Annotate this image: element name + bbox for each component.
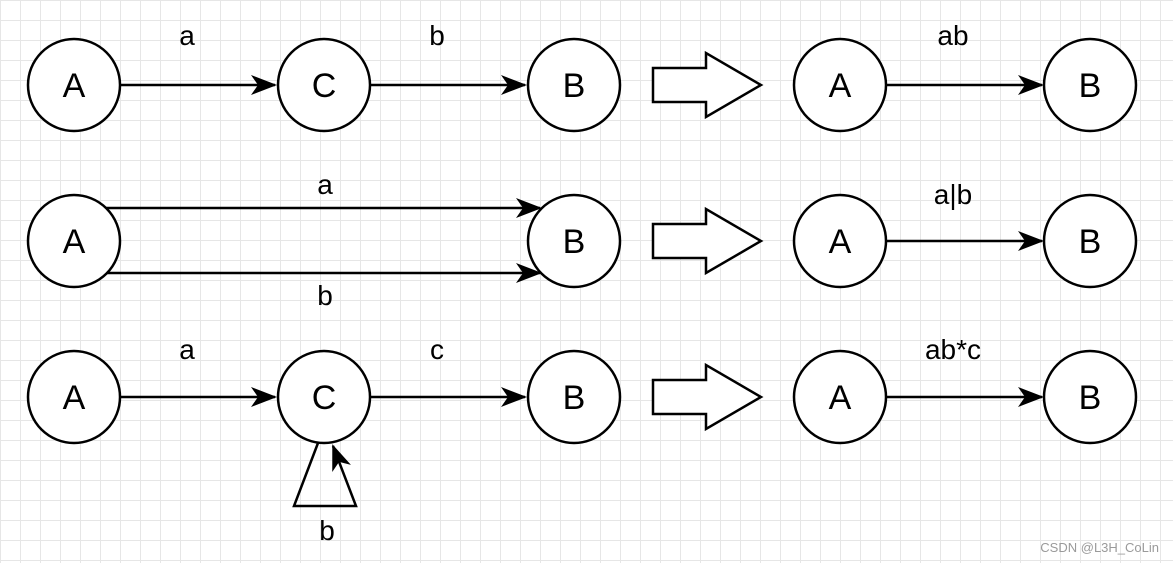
state-node: [792, 37, 888, 133]
edge-label: c: [430, 334, 444, 365]
node-label: B: [1079, 223, 1102, 261]
edge-label: ab*c: [925, 334, 981, 365]
state-node: [276, 349, 372, 445]
state-node: [26, 193, 122, 289]
node-label: B: [563, 67, 586, 105]
state-node: [526, 37, 622, 133]
loop-label: b: [319, 515, 335, 546]
state-node: [26, 37, 122, 133]
node-label: A: [829, 67, 852, 105]
node-label: B: [563, 223, 586, 261]
edge-label: b: [429, 20, 445, 51]
state-node: [526, 349, 622, 445]
node-label: A: [63, 379, 86, 417]
node-label: A: [829, 379, 852, 417]
node-label: C: [312, 67, 337, 105]
row-2: A B a b A B a|b: [26, 169, 1138, 311]
state-node: [1042, 193, 1138, 289]
edge-label: a: [317, 169, 333, 200]
node-label: C: [312, 379, 337, 417]
node-label: B: [563, 379, 586, 417]
state-node: [1042, 349, 1138, 445]
node-label: B: [1079, 379, 1102, 417]
transform-arrow-icon: [651, 50, 764, 120]
edge-label: a: [179, 20, 195, 51]
transform-arrow-icon: [651, 206, 764, 276]
state-node: [276, 37, 372, 133]
self-loop-b: [292, 442, 358, 508]
state-node: [1042, 37, 1138, 133]
state-node: [26, 349, 122, 445]
state-node: [526, 193, 622, 289]
state-node: [792, 349, 888, 445]
state-node: [792, 193, 888, 289]
watermark: CSDN @L3H_CoLin: [1040, 540, 1159, 555]
row-3: A C B a c b A B ab*c: [26, 334, 1138, 546]
node-label: A: [63, 223, 86, 261]
node-label: A: [829, 223, 852, 261]
edge-label: b: [317, 280, 333, 311]
node-label: B: [1079, 67, 1102, 105]
edge-label: a: [179, 334, 195, 365]
node-label: A: [63, 67, 86, 105]
row-1: A C B a b A B ab: [26, 20, 1138, 133]
transform-arrow-icon: [651, 362, 764, 432]
edge-label: a|b: [934, 179, 972, 210]
edge-label: ab: [937, 20, 968, 51]
